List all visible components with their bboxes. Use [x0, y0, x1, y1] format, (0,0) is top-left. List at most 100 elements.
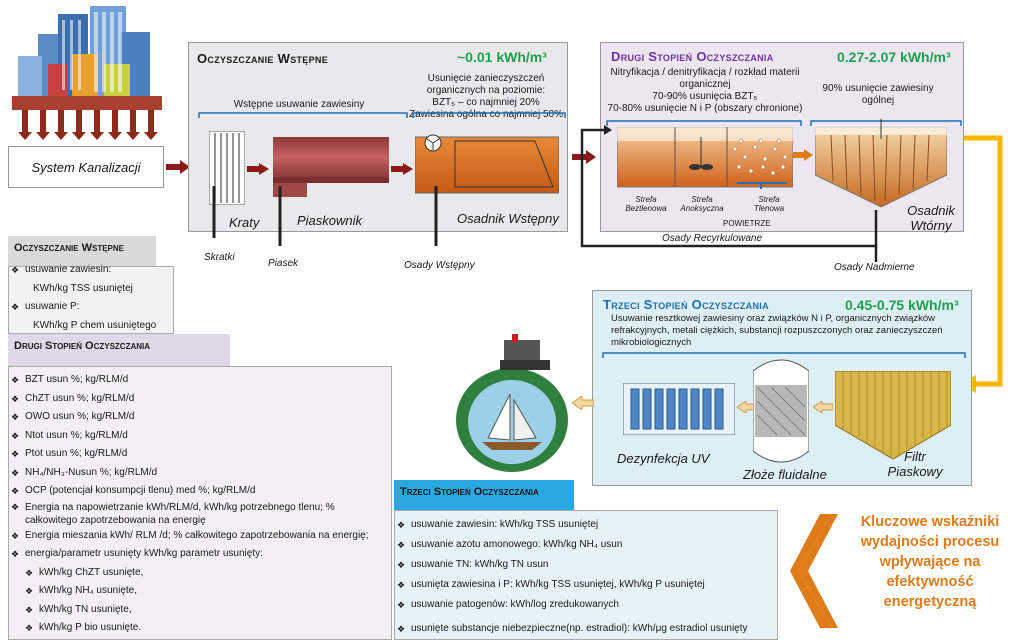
pretreatment-panel: Oczyszczanie Wstępne ~0.01 kWh/m³ Usunię… — [188, 42, 568, 232]
chevron-left-icon — [790, 514, 838, 628]
list-item: kWh/kg NH₄ usunięte, — [9, 582, 391, 601]
text-line: Strefa — [758, 195, 780, 204]
pretreatment-description: Usunięcie zanieczyszczeń organicznych na… — [405, 73, 567, 121]
box-ter-header: Trzeci Stopień Oczyszczania — [394, 480, 574, 510]
text-line: BZT₅ – co najmniej 20% — [432, 97, 540, 108]
text-line: mikrobiologicznych — [611, 337, 692, 348]
text-line: Osadnik — [907, 203, 955, 218]
text-line: Kluczowe wskaźniki — [860, 514, 1000, 530]
flow-arrow-icon — [813, 401, 833, 413]
recycle-label: Osady Recyrkulowane — [662, 233, 763, 244]
box-ter: usuwanie zawiesin: kWh/kg TSS usuniętej … — [394, 510, 778, 643]
recycle-lines — [580, 125, 878, 262]
flow-arrow-icon — [391, 163, 413, 175]
text-line: wydajności procesu — [860, 534, 1000, 550]
list-item: Energia na napowietrzanie kWh/RLM/d, kWh… — [9, 501, 391, 514]
primary-clarifier-icon — [415, 134, 559, 194]
box-pre: usuwanie zawiesin: KWh/kg TSS usuniętej … — [8, 261, 174, 334]
secondary-panel: Drugi Stopień Oczyszczania 0.27-2.07 kWh… — [600, 42, 964, 233]
fluid-bed-label: Złoże fluidalne — [743, 467, 827, 482]
tertiary-description: Usuwanie resztkowej zawiesiny oraz związ… — [611, 313, 961, 349]
text-line: 90% usunięcie zawiesiny — [822, 83, 934, 94]
list-item: usuwanie TN: kWh/kg TN usun — [395, 555, 777, 575]
piaskownik-label: Piaskownik — [297, 213, 363, 228]
flow-arrow-icon — [793, 149, 813, 161]
bracket-line — [606, 120, 962, 126]
text-line: organicznej — [679, 79, 731, 90]
list-item: całkowitego zapotrzebowania na energię — [25, 514, 206, 526]
secondary-clarifier-icon — [815, 119, 947, 208]
list-item: usuwanie zawiesin: kWh/kg TSS usuniętej — [395, 515, 777, 535]
list-item: usuwanie zawiesin: — [9, 261, 173, 280]
list-item: usuwanie patogenów: kWh/log zredukowanyc… — [395, 595, 777, 615]
list-item: usunięta zawiesina i P: kWh/kg TSS usuni… — [395, 575, 777, 595]
box-ter-list: usuwanie zawiesin: kWh/kg TSS usuniętej … — [395, 515, 777, 643]
sewer-system-box: System Kanalizacji — [8, 146, 164, 188]
text-line: Tlenowa — [753, 204, 785, 213]
removal-label: Wstępne usuwanie zawiesiny — [233, 99, 365, 110]
text-line: 70-80% usunięcie N i P (obszary chronion… — [607, 103, 803, 114]
secondary-title: Drugi Stopień Oczyszczania — [611, 49, 774, 64]
text-line: Anoksyczna — [680, 204, 724, 213]
excess-sludge-label: Osady Nadmierne — [834, 262, 915, 273]
bracket-line — [198, 112, 566, 118]
secondary-right-description: 90% usunięcie zawiesiny ogólnej — [813, 83, 943, 107]
secondary-description: Nitryfikacja / denitryfikacja / rozkład … — [605, 67, 805, 115]
list-item: BZT usun %; kg/RLM/d — [9, 371, 391, 390]
sewer-label: System Kanalizacji — [31, 160, 141, 175]
discharge-lines — [212, 186, 438, 246]
kraty-label: Kraty — [229, 215, 260, 230]
list-item: OWO usun %; kg/RLM/d — [9, 408, 391, 427]
list-item: energia/parametr usunięty kWh/kg paramet… — [9, 545, 391, 564]
list-item: KWh/kg P chem usuniętego — [33, 319, 157, 331]
flow-arrow-icon — [572, 396, 594, 410]
list-item: usunięte substancje niebezpieczne(np. es… — [395, 615, 777, 643]
list-item: NH₄/NH₃-Nusun %; kg/RLM/d — [9, 464, 391, 483]
list-item: KWh/kg TSS usuniętej — [33, 282, 133, 294]
tertiary-panel: Trzeci Stopień Oczyszczania 0.45-0.75 kW… — [592, 290, 972, 486]
text-line: Filtr — [904, 449, 926, 464]
list-item: Ntot usun %; kg/RLM/d — [9, 427, 391, 446]
flow-arrow-icon — [572, 150, 596, 164]
text-line: Beztlenowa — [625, 204, 667, 213]
box-sec-title: Drugi Stopień Oczyszczania — [14, 340, 151, 352]
list-item: usuwanie azotu amonowego: kWh/kg NH₄ usu… — [395, 535, 777, 555]
text-line: 70-90% usunięcia BZT₅ — [652, 91, 758, 102]
uv-unit-icon — [623, 383, 735, 435]
box-pre-list: usuwanie zawiesin: KWh/kg TSS usuniętej … — [9, 261, 173, 335]
flow-arrow-icon — [247, 163, 269, 175]
city-icon — [12, 6, 162, 140]
environment-icon — [456, 334, 568, 472]
text-line: energetyczną — [883, 594, 977, 610]
box-pre-title: Oczyszczanie Wstępne — [14, 242, 125, 254]
box-sec-header: Drugi Stopień Oczyszczania — [8, 334, 230, 366]
key-indicators-text: Kluczowe wskaźniki wydajności procesu wp… — [838, 512, 1022, 612]
skratki-label: Skratki — [204, 252, 235, 263]
text-line: refrakcyjnych, metali ciężkich, substanc… — [611, 325, 943, 336]
pretreatment-title: Oczyszczanie Wstępne — [197, 51, 329, 66]
osady-wstepny-label: Osady Wstępny — [404, 260, 475, 271]
bioreactor-icon — [617, 127, 793, 189]
text-line: Zawiesina ogólna co najmniej 50% — [409, 109, 563, 120]
list-item: kWh/kg P bio usunięte. — [9, 619, 391, 638]
box-sec: BZT usun %; kg/RLM/d ChZT usun %; kg/RLM… — [8, 366, 392, 640]
text-line: Strefa — [691, 195, 713, 204]
box-ter-title: Trzeci Stopień Oczyszczania — [400, 486, 539, 498]
text-line: Nitryfikacja / denitryfikacja / rozkład … — [610, 67, 800, 78]
text-line: efektywność — [886, 574, 974, 590]
text-line: wpływające na — [879, 554, 981, 570]
list-item: Energia mieszania kWh/ RLM /d; % całkowi… — [9, 527, 391, 546]
text-line: organicznych na poziomie: — [426, 85, 546, 96]
text-line: Wtórny — [910, 218, 952, 233]
list-item: usuwanie P: — [9, 298, 173, 317]
tertiary-energy: 0.45-0.75 kWh/m³ — [845, 297, 959, 313]
uv-label: Dezynfekcja UV — [617, 451, 710, 466]
text-line: Piaskowy — [887, 464, 943, 479]
fluidized-bed-icon — [753, 359, 809, 463]
list-item: OCP (potencjał konsumpcji tlenu) med %; … — [9, 482, 391, 501]
